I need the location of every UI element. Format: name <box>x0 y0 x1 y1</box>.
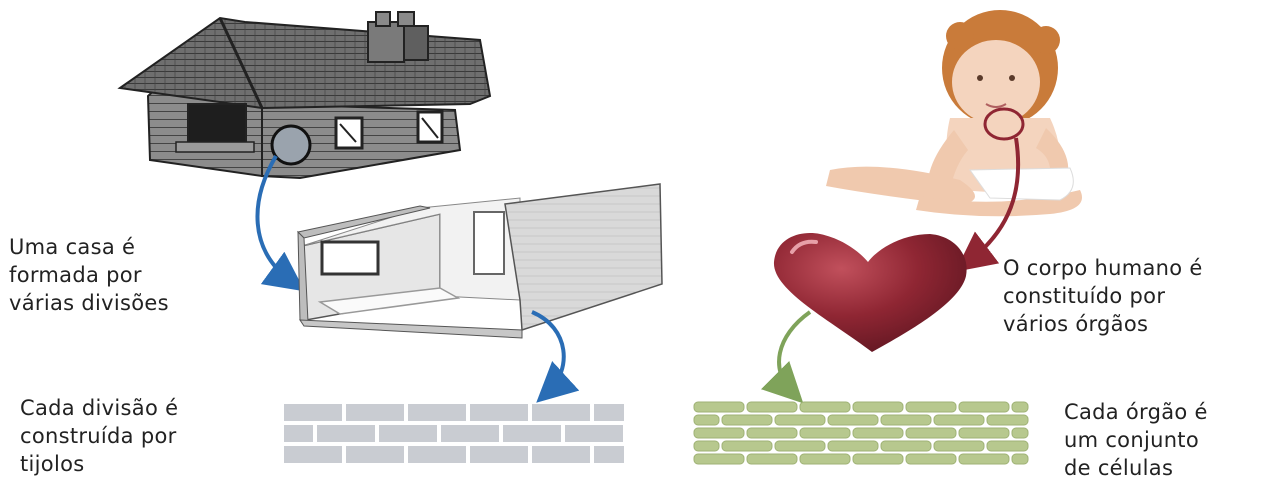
brick <box>986 414 1029 426</box>
caption-line: Uma casa é <box>9 235 136 259</box>
brick <box>470 404 528 421</box>
brick <box>986 440 1029 452</box>
brick <box>958 427 1010 439</box>
brick <box>880 414 932 426</box>
caption-line: formada por <box>9 263 142 287</box>
body-zoom-circle <box>983 107 1025 141</box>
brick <box>746 427 798 439</box>
gray-brick-wall <box>284 404 624 463</box>
brick <box>693 440 720 452</box>
brick <box>905 401 957 413</box>
house-illustration <box>117 11 492 180</box>
brick <box>532 404 590 421</box>
caption-line: O corpo humano é <box>1003 256 1203 280</box>
brick <box>799 401 851 413</box>
brick <box>503 425 561 442</box>
caption-line: constituído por <box>1003 284 1166 308</box>
caption-line: Cada divisão é <box>20 396 179 420</box>
brick <box>852 453 904 465</box>
caption-line: construída por <box>20 424 177 448</box>
brick <box>1011 401 1029 413</box>
brick <box>746 453 798 465</box>
brick <box>317 425 375 442</box>
brick <box>799 453 851 465</box>
brick <box>594 404 624 421</box>
organ-caption: Cada órgão é um conjunto de células <box>1064 398 1208 482</box>
brick <box>1011 453 1029 465</box>
house-to-room-arrow <box>255 154 305 292</box>
brick <box>880 440 932 452</box>
caption-line: várias divisões <box>9 291 169 315</box>
brick <box>827 414 879 426</box>
house-zoom-circle <box>270 124 312 166</box>
brick <box>958 453 1010 465</box>
body-caption: O corpo humano é constituído por vários … <box>1003 254 1203 338</box>
brick <box>774 440 826 452</box>
brick <box>827 440 879 452</box>
heart-illustration <box>773 233 967 352</box>
brick <box>905 453 957 465</box>
room-illustration <box>296 183 663 339</box>
brick <box>594 446 624 463</box>
brick <box>408 404 466 421</box>
brick <box>933 440 985 452</box>
brick <box>284 446 342 463</box>
brick <box>693 453 745 465</box>
house-caption: Uma casa é formada por várias divisões <box>9 233 169 317</box>
caption-line: tijolos <box>20 452 85 476</box>
caption-line: Cada órgão é <box>1064 400 1208 424</box>
cell-brick-wall <box>693 401 1029 465</box>
brick <box>693 414 720 426</box>
brick <box>746 401 798 413</box>
caption-line: vários órgãos <box>1003 312 1149 336</box>
brick <box>379 425 437 442</box>
brick <box>933 414 985 426</box>
brick <box>852 427 904 439</box>
brick <box>408 446 466 463</box>
body-to-heart-arrow <box>955 137 1021 272</box>
room-caption: Cada divisão é construída por tijolos <box>20 394 178 478</box>
brick <box>721 414 773 426</box>
caption-line: um conjunto <box>1064 428 1199 452</box>
heart-to-cells-arrow <box>760 310 812 404</box>
brick <box>532 446 590 463</box>
brick <box>346 404 404 421</box>
brick <box>774 414 826 426</box>
brick <box>565 425 623 442</box>
brick <box>693 427 745 439</box>
brick <box>470 446 528 463</box>
brick <box>284 404 342 421</box>
brick <box>958 401 1010 413</box>
brick <box>284 425 313 442</box>
brick <box>1011 427 1029 439</box>
brick <box>693 401 745 413</box>
caption-line: de células <box>1064 456 1174 480</box>
baby-illustration <box>826 10 1082 217</box>
brick <box>721 440 773 452</box>
brick <box>905 427 957 439</box>
brick <box>441 425 499 442</box>
brick <box>799 427 851 439</box>
brick <box>852 401 904 413</box>
brick <box>346 446 404 463</box>
room-to-bricks-arrow <box>531 310 580 403</box>
